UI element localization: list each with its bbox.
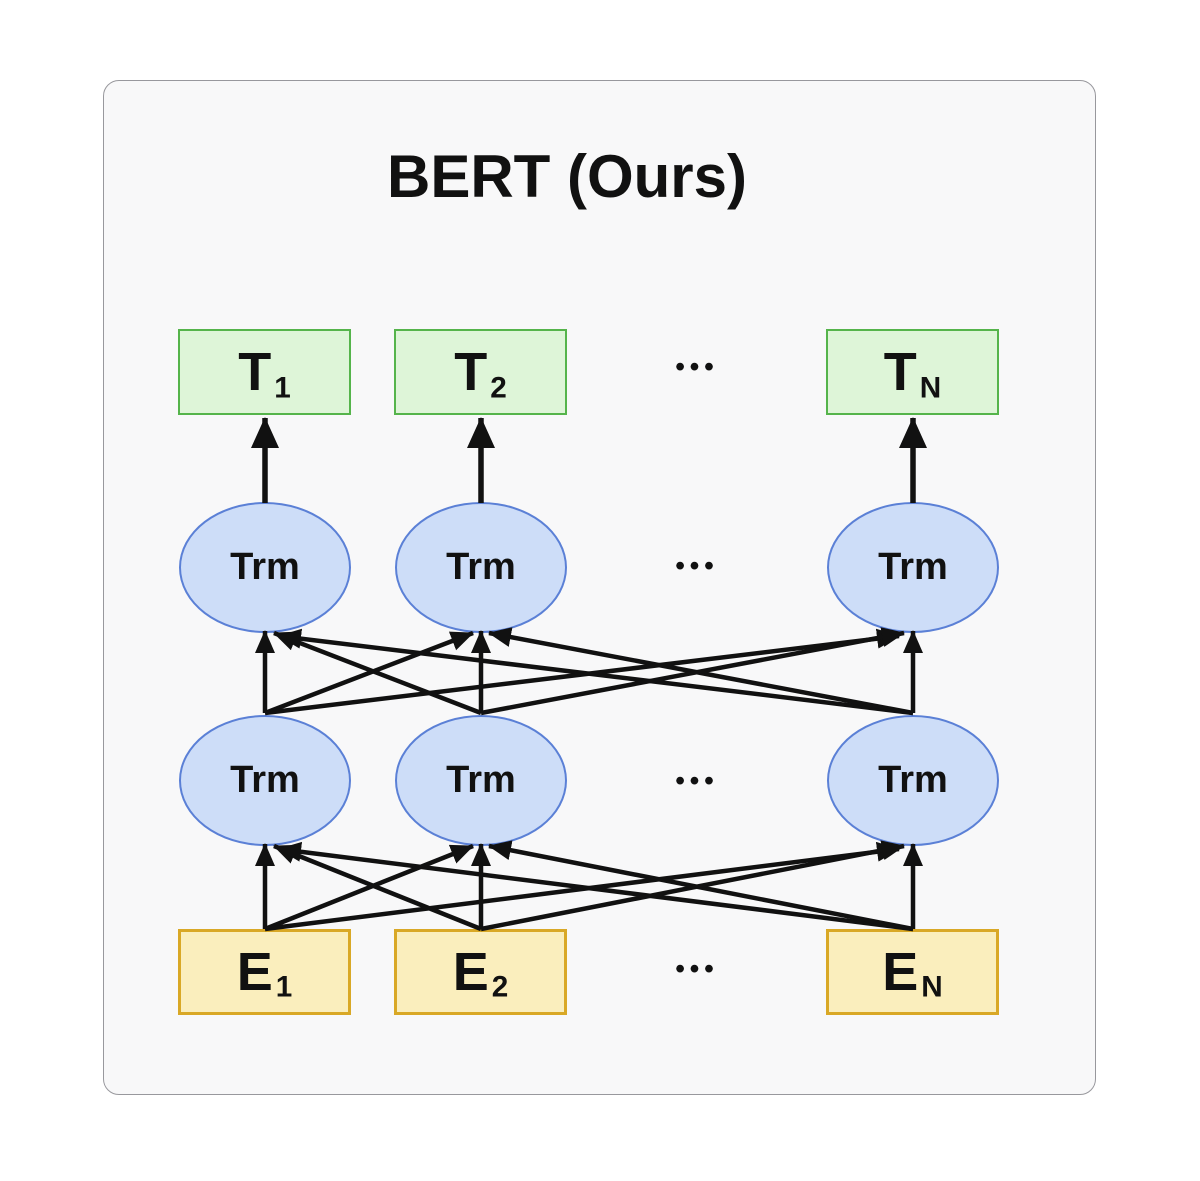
embedding-label: E xyxy=(882,942,919,1002)
ellipsis-trm-bottom: ••• xyxy=(675,765,719,796)
transformer-bottom-2: Trm xyxy=(395,715,567,846)
output-token-subscript: 2 xyxy=(490,371,507,405)
transformer-top-1: Trm xyxy=(179,502,351,633)
output-token-label: T xyxy=(883,342,917,402)
transformer-label: Trm xyxy=(878,546,948,588)
transformer-label: Trm xyxy=(446,759,516,801)
transformer-label: Trm xyxy=(878,759,948,801)
embedding-subscript: 2 xyxy=(491,970,509,1004)
transformer-label: Trm xyxy=(230,759,300,801)
transformer-top-n: Trm xyxy=(827,502,999,633)
output-token-subscript: N xyxy=(919,371,942,405)
output-token-label: T xyxy=(454,342,488,402)
transformer-label: Trm xyxy=(446,546,516,588)
embedding-subscript: 1 xyxy=(275,970,293,1004)
output-token-subscript: 1 xyxy=(274,371,291,405)
transformer-bottom-1: Trm xyxy=(179,715,351,846)
transformer-label: Trm xyxy=(230,546,300,588)
output-token-label: T xyxy=(238,342,272,402)
embedding-label: E xyxy=(236,942,273,1002)
transformer-top-2: Trm xyxy=(395,502,567,633)
ellipsis-trm-top: ••• xyxy=(675,550,719,581)
transformer-bottom-n: Trm xyxy=(827,715,999,846)
embedding-label: E xyxy=(452,942,489,1002)
diagram-title: BERT (Ours) xyxy=(387,143,747,210)
embedding-subscript: N xyxy=(921,970,943,1004)
ellipsis-embeddings: ••• xyxy=(675,953,719,984)
ellipsis-outputs: ••• xyxy=(675,351,719,382)
